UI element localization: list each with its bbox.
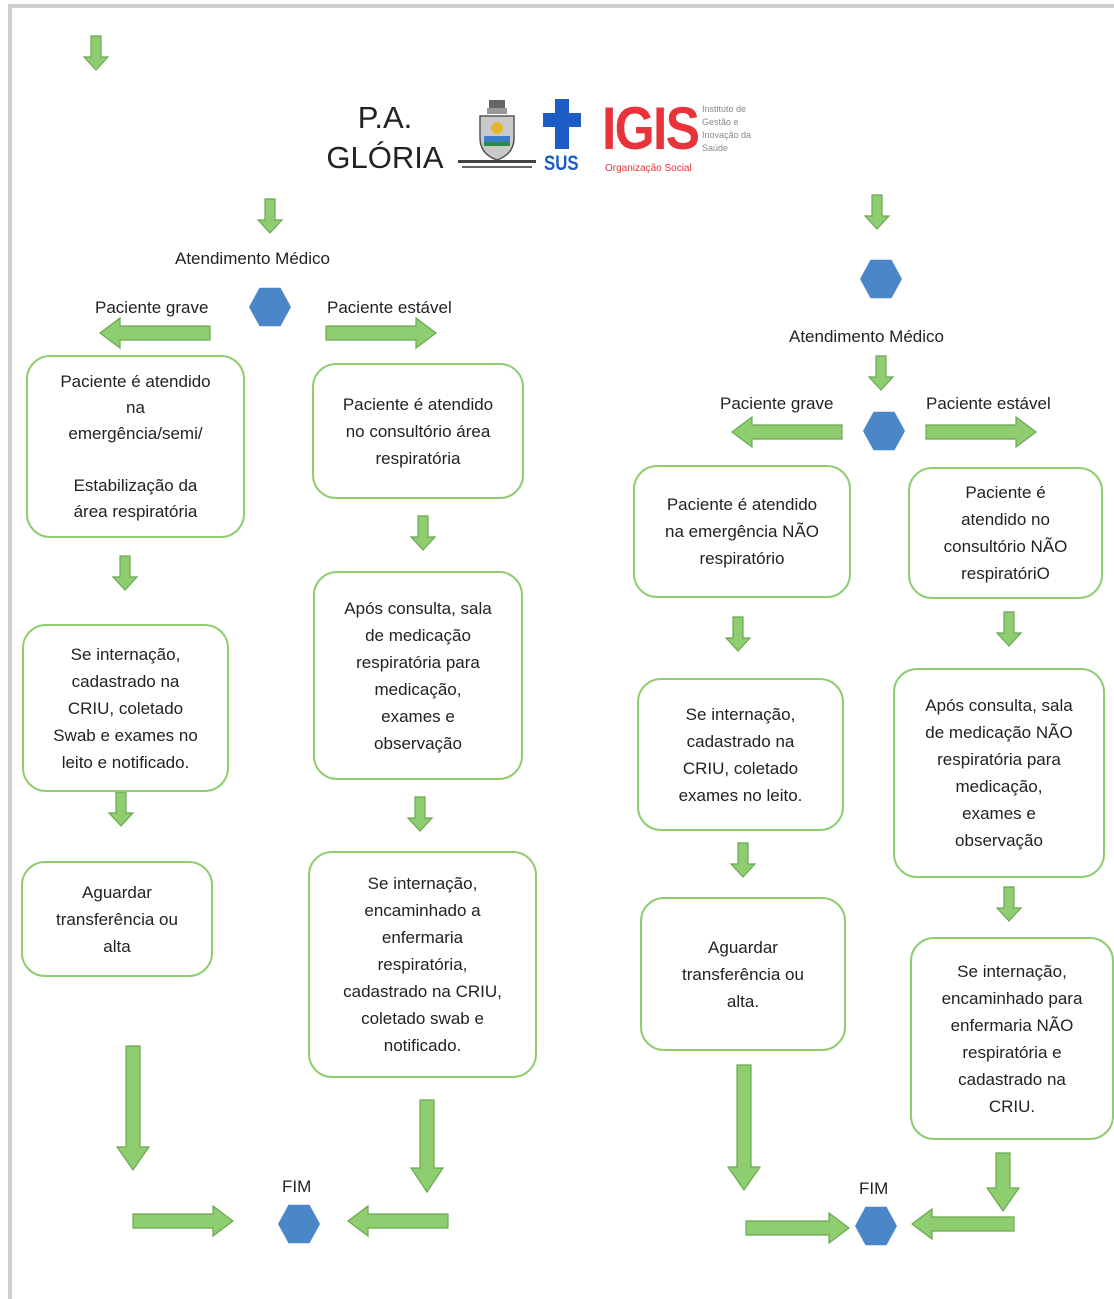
paciente-grave-label-non-respiratory: Paciente grave (720, 394, 834, 413)
down-arrow-to-atendimento-respiratory (257, 198, 283, 234)
down-arrow-left-1-non-respiratory (725, 616, 751, 652)
long-down-arrow-left-respiratory (115, 1045, 151, 1172)
down-arrow-right-1-respiratory (410, 515, 436, 551)
step-box-left-2-non-respiratory: Se internação, cadastrado na CRIU, colet… (637, 678, 844, 831)
igis-logo: IGIS (602, 95, 700, 162)
left-arrow-paciente-grave-respiratory (99, 316, 211, 350)
paciente-estavel-label-non-respiratory: Paciente estável (926, 394, 1051, 413)
down-arrow-left-2-respiratory (108, 791, 134, 827)
left-arrow-to-fim-non-respiratory (911, 1207, 1015, 1241)
step-box-right-1-non-respiratory: Paciente é atendido no consultório NÃO r… (908, 467, 1103, 599)
down-arrow-right-1-non-respiratory (996, 611, 1022, 647)
branch-node-respiratory (249, 287, 291, 327)
step-box-left-1-respiratory: Paciente é atendido na emergência/semi/ … (26, 355, 245, 538)
step-box-left-2-respiratory: Se internação, cadastrado na CRIU, colet… (22, 624, 229, 792)
unit-name-logo: P.A. GLÓRIA (326, 100, 444, 175)
step-box-right-2-non-respiratory: Após consulta, sala de medicação NÃO res… (893, 668, 1105, 878)
page-border-top (8, 4, 1114, 8)
step-box-left-1-non-respiratory: Paciente é atendido na emergência NÃO re… (633, 465, 851, 598)
atendimento-medico-label-respiratory: Atendimento Médico (175, 249, 330, 268)
down-arrow-right-2-non-respiratory (996, 886, 1022, 922)
down-arrow-left-1-respiratory (112, 555, 138, 591)
down-arrow-left-2-non-respiratory (730, 842, 756, 878)
step-box-left-3-non-respiratory: Aguardar transferência ou alta. (640, 897, 846, 1051)
long-down-arrow-left-non-respiratory (726, 1064, 762, 1192)
down-arrow-top-left (83, 35, 109, 71)
right-arrow-to-fim-non-respiratory (745, 1211, 850, 1245)
step-box-right-3-non-respiratory: Se internação, encaminhado para enfermar… (910, 937, 1114, 1140)
step-box-right-1-respiratory: Paciente é atendido no consultório área … (312, 363, 524, 499)
sus-logo-text: SUS (544, 152, 579, 175)
step-box-right-3-respiratory: Se internação, encaminhado a enfermaria … (308, 851, 537, 1078)
start-node-non-respiratory (860, 259, 902, 299)
step-box-right-2-respiratory: Após consulta, sala de medicação respira… (313, 571, 523, 780)
left-arrow-paciente-grave-non-respiratory (731, 415, 843, 449)
step-box-left-3-respiratory: Aguardar transferência ou alta (21, 861, 213, 977)
atendimento-medico-label-non-respiratory: Atendimento Médico (789, 327, 944, 346)
city-coat-of-arms-logo (458, 100, 536, 168)
down-arrow-to-branch-non-respiratory (868, 355, 894, 391)
igis-logo-description: Instituto de Gestão e Inovação da Saúde (702, 104, 752, 153)
page-border-left (8, 4, 12, 1299)
fim-label-respiratory: FIM (282, 1177, 312, 1196)
left-arrow-to-fim-respiratory (347, 1204, 449, 1238)
paciente-estavel-label-respiratory: Paciente estável (327, 298, 452, 317)
long-down-arrow-right-non-respiratory (985, 1152, 1021, 1213)
right-arrow-paciente-estavel-non-respiratory (925, 415, 1037, 449)
paciente-grave-label-respiratory: Paciente grave (95, 298, 209, 317)
right-arrow-to-fim-respiratory (132, 1204, 234, 1238)
sus-logo (543, 99, 581, 149)
down-arrow-top-non-respiratory (864, 194, 890, 230)
long-down-arrow-right-respiratory (409, 1099, 445, 1194)
igis-logo-subtitle: Organização Social (605, 163, 692, 174)
right-arrow-paciente-estavel-respiratory (325, 316, 437, 350)
down-arrow-right-2-respiratory (407, 796, 433, 832)
fim-label-non-respiratory: FIM (859, 1179, 889, 1198)
branch-node-non-respiratory (863, 411, 905, 451)
